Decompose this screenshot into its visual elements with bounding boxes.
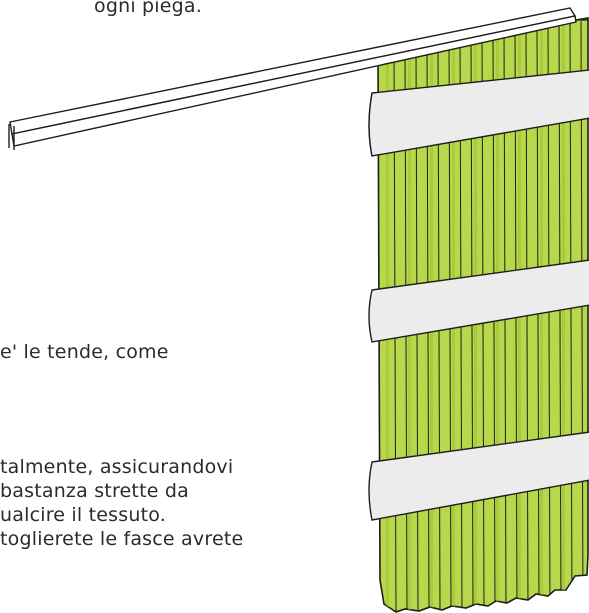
instruction-text-fragment: ogni piega. xyxy=(94,0,203,17)
instruction-text-line: ualcire il tessuto. xyxy=(0,504,166,526)
curtain-band-middle xyxy=(368,259,589,343)
instruction-text-line: bastanza strette da xyxy=(0,480,189,502)
curtain-band-top xyxy=(368,69,589,157)
curtain-rail xyxy=(8,7,577,150)
curtain-band-bottom xyxy=(368,431,589,521)
instruction-text-line: e' le tende, come xyxy=(0,341,169,363)
instruction-text-line: talmente, assicurandovi xyxy=(0,456,234,478)
instruction-text-line: toglierete le fasce avrete xyxy=(0,528,244,550)
